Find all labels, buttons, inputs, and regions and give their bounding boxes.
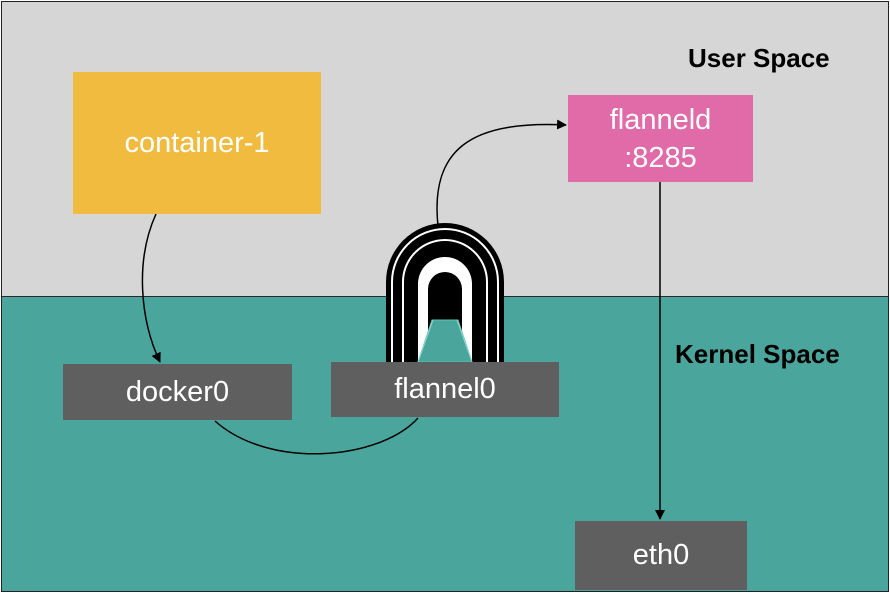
flanneld-label: flanneld <box>609 103 712 136</box>
container-1-label: container-1 <box>124 126 270 159</box>
flannel0-label: flannel0 <box>394 373 496 405</box>
eth0-label: eth0 <box>632 539 690 571</box>
flannel0-node: flannel0 <box>331 362 559 417</box>
edge-docker0-flannel0 <box>214 417 419 455</box>
user-space-label: User Space <box>688 43 830 73</box>
eth0-node: eth0 <box>575 521 747 590</box>
flanneld-node: flanneld :8285 <box>568 95 753 182</box>
docker0-label: docker0 <box>125 375 230 408</box>
container-1-node: container-1 <box>73 72 321 214</box>
kernel-space-label: Kernel Space <box>675 339 840 369</box>
edge-container1-docker0 <box>141 213 161 363</box>
edge-flannel0-flanneld <box>436 119 567 227</box>
docker0-node: docker0 <box>63 364 292 420</box>
tunnel-icon <box>386 223 504 363</box>
flanneld-port-label: :8285 <box>624 141 697 174</box>
